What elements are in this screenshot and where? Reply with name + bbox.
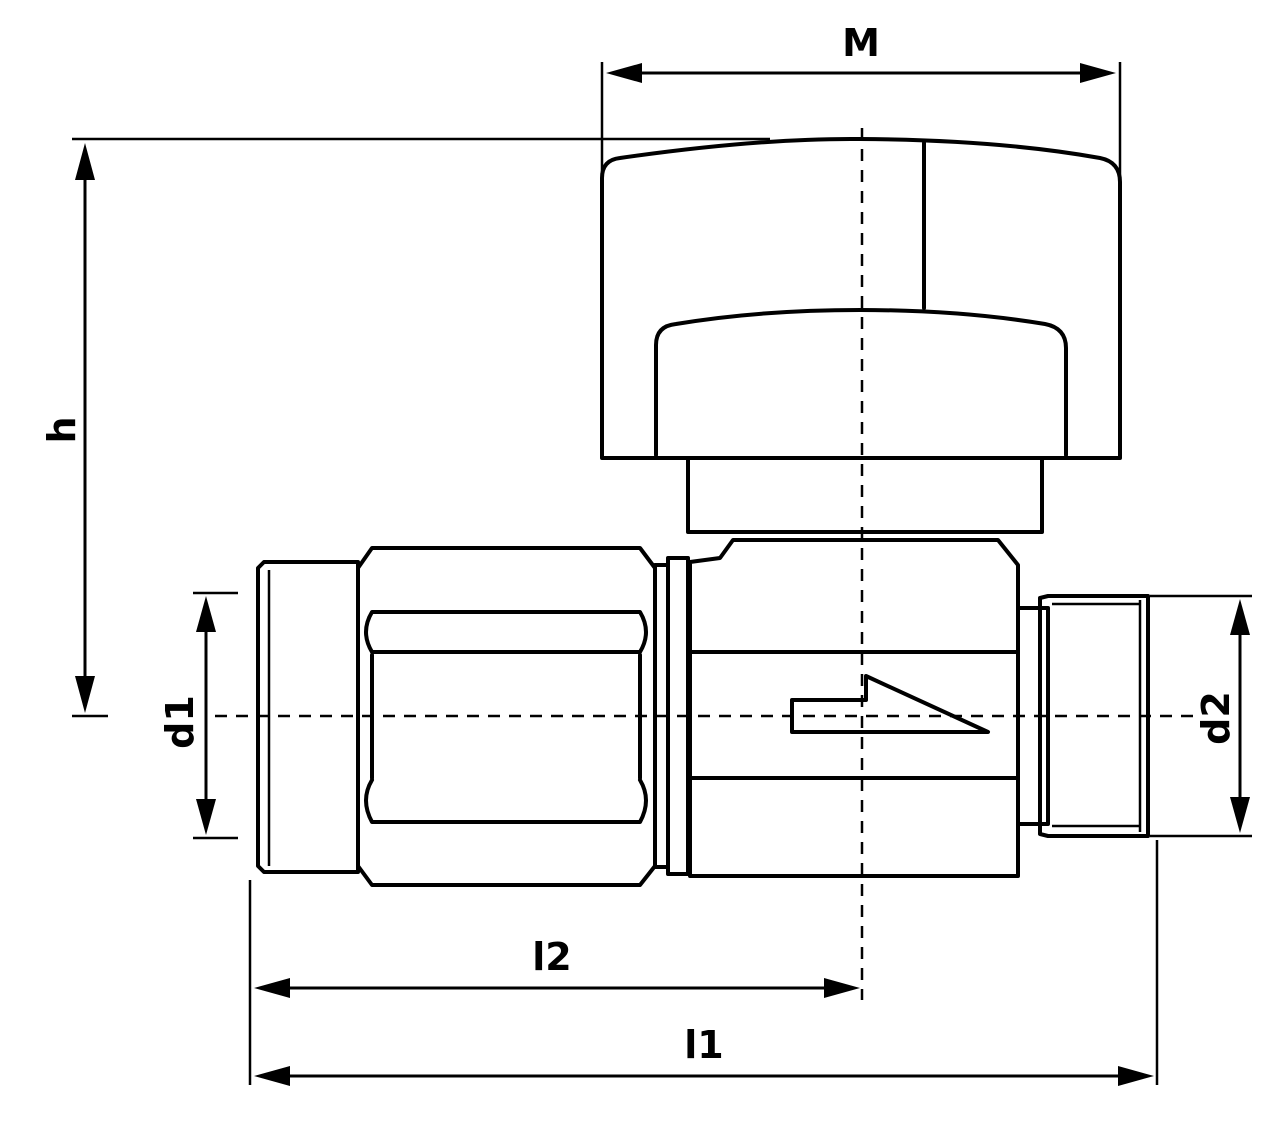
left-threaded-end — [256, 560, 360, 874]
dimension-d2: d2 — [1194, 599, 1250, 833]
hex-nut — [356, 546, 657, 887]
dimension-l2: l2 — [254, 935, 860, 998]
dimension-label-d1: d1 — [158, 695, 202, 749]
dimension-m: M — [606, 21, 1116, 83]
dimension-label-l2: l2 — [532, 935, 571, 979]
extension-lines — [72, 62, 1252, 1085]
valve-stem — [686, 456, 1044, 534]
dimension-label-h: h — [40, 416, 84, 443]
valve-handle — [600, 136, 1122, 460]
center-lines — [215, 128, 1195, 1000]
dimension-label-m: M — [842, 21, 880, 65]
dimension-label-l1: l1 — [684, 1023, 723, 1067]
dimension-l1: l1 — [254, 1023, 1154, 1086]
dimension-d1: d1 — [158, 596, 216, 835]
dimension-label-d2: d2 — [1194, 691, 1238, 745]
dimension-h: h — [40, 143, 95, 713]
valve-body — [688, 538, 1020, 878]
